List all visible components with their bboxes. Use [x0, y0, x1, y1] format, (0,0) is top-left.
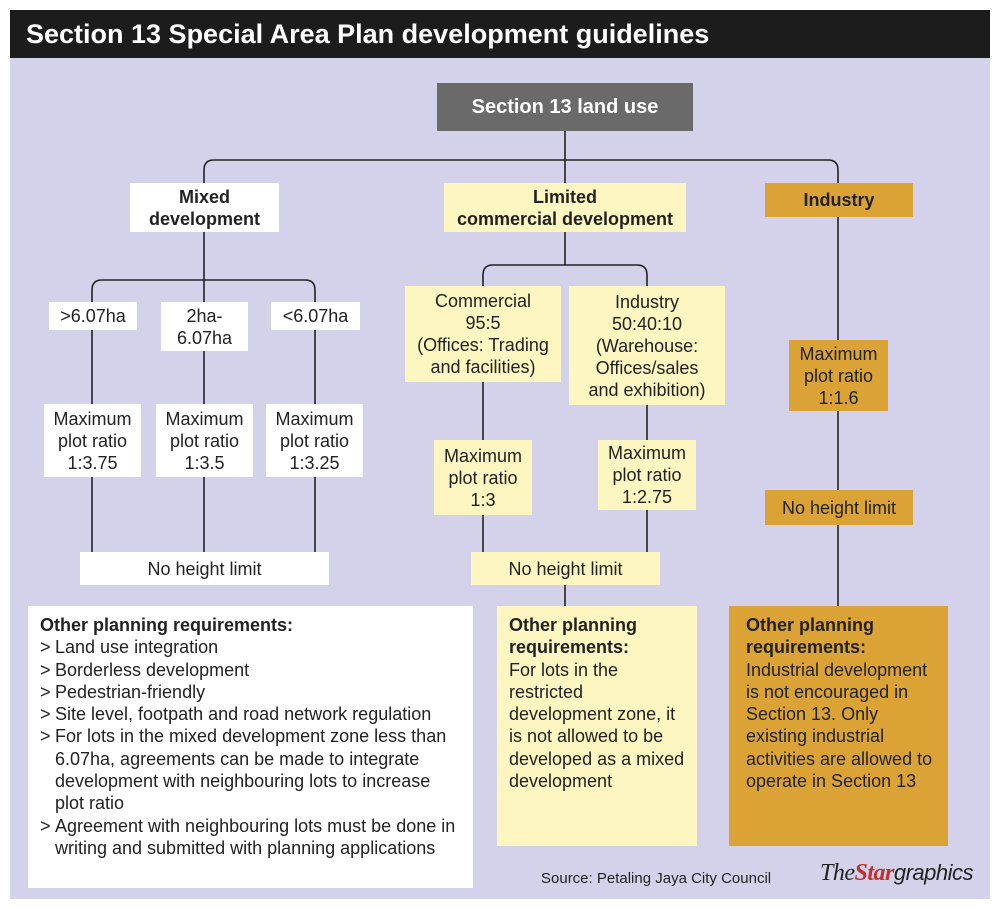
commercial-line2: 95:5: [465, 313, 501, 333]
mixed-size-large: >6.07ha: [49, 302, 137, 330]
industry-split-line3: (Warehouse:: [595, 335, 699, 356]
logo-graphics: graphics: [893, 860, 974, 885]
source-note: Source: Petaling Jaya City Council: [541, 870, 772, 887]
mixed-requirements: Other planning requirements: Land use in…: [28, 606, 473, 888]
mixed-ratio-medium: Maximum plot ratio 1:3.5: [156, 404, 253, 477]
industry-split-line2: 50:40:10: [611, 313, 683, 334]
publisher-logo: TheStargraphics: [820, 860, 974, 887]
ratio-value: 1:3.25: [289, 452, 340, 473]
mixed-label-line2: development: [148, 208, 261, 229]
mixed-requirements-heading: Other planning requirements:: [40, 615, 294, 635]
industry-requirements-text: Industrial development is not encouraged…: [746, 659, 933, 792]
industry-requirements-heading-line1: Other planning: [746, 615, 874, 635]
ratio-value: 1:2.75: [621, 487, 673, 507]
commercial-line4: and facilities): [430, 357, 536, 377]
mixed-ratio-small: Maximum plot ratio 1:3.25: [266, 404, 363, 477]
list-item: For lots in the mixed development zone l…: [40, 725, 461, 814]
industry-ratio: Maximum plot ratio 1:1.6: [789, 340, 888, 411]
ratio-line1: Maximum: [275, 408, 354, 429]
ratio-line2: plot ratio: [448, 467, 518, 488]
limited-label-line1: Limited: [532, 186, 597, 207]
ratio-line1: Maximum: [165, 408, 244, 429]
ratio-value: 1:1.6: [818, 387, 859, 408]
ratio-line1: Maximum: [607, 443, 686, 463]
limited-industry-ratio: Maximum plot ratio 1:2.75: [598, 440, 696, 510]
industry-requirements: Other planning requirements: Industrial …: [729, 606, 948, 846]
mixed-size-medium-line1: 2ha-: [186, 305, 223, 326]
ratio-value: 1:3.75: [67, 452, 118, 473]
ratio-line2: plot ratio: [169, 430, 240, 451]
root-node: Section 13 land use: [437, 83, 693, 131]
limited-commercial-node: Limited commercial development: [444, 183, 686, 232]
list-item: Agreement with neighbouring lots must be…: [40, 815, 461, 860]
list-item: Pedestrian-friendly: [40, 681, 461, 704]
list-item: Land use integration: [40, 636, 461, 659]
logo-star: Star: [854, 860, 895, 886]
commercial-line3: (Offices: Trading: [417, 335, 549, 355]
ratio-line2: plot ratio: [57, 430, 128, 451]
limited-requirements: Other planning requirements: For lots in…: [497, 606, 697, 846]
ratio-value: 1:3: [470, 489, 496, 510]
ratio-line1: Maximum: [799, 343, 878, 364]
commercial-line1: Commercial: [434, 291, 531, 311]
industry-node: Industry: [765, 183, 913, 217]
mixed-size-medium: 2ha- 6.07ha: [161, 302, 248, 351]
commercial-split-node: Commercial 95:5 (Offices: Trading and fa…: [405, 286, 561, 382]
limited-height-limit: No height limit: [471, 552, 660, 585]
mixed-ratio-large: Maximum plot ratio 1:3.75: [44, 404, 141, 477]
ratio-line2: plot ratio: [279, 430, 350, 451]
industry-split-node: Industry 50:40:10 (Warehouse: Offices/sa…: [569, 286, 725, 405]
limited-commercial-ratio: Maximum plot ratio 1:3: [434, 440, 532, 515]
limited-requirements-text: For lots in the restricted development z…: [509, 659, 685, 792]
industry-split-line1: Industry: [614, 291, 680, 312]
limited-requirements-heading-line1: Other planning: [509, 615, 637, 635]
ratio-line1: Maximum: [53, 408, 132, 429]
industry-requirements-heading-line2: requirements:: [746, 637, 867, 658]
logo-the: The: [820, 860, 855, 886]
industry-split-line4: Offices/sales: [595, 357, 699, 378]
limited-label-line2: commercial development: [456, 208, 674, 229]
ratio-line2: plot ratio: [803, 365, 874, 386]
mixed-requirements-list: Land use integration Borderless developm…: [40, 636, 461, 859]
mixed-development-node: Mixed development: [130, 183, 279, 232]
list-item: Site level, footpath and road network re…: [40, 703, 461, 726]
limited-requirements-heading-line2: requirements:: [509, 637, 630, 658]
mixed-label-line1: Mixed: [178, 186, 230, 207]
list-item: Borderless development: [40, 659, 461, 682]
chart-title: Section 13 Special Area Plan development…: [10, 10, 990, 58]
mixed-size-medium-line2: 6.07ha: [176, 327, 233, 348]
industry-split-line5: and exhibition): [588, 379, 706, 400]
mixed-height-limit: No height limit: [80, 552, 329, 585]
ratio-line1: Maximum: [443, 445, 522, 466]
ratio-value: 1:3.5: [184, 452, 225, 473]
ratio-line2: plot ratio: [612, 465, 682, 485]
industry-height-limit: No height limit: [765, 490, 913, 525]
mixed-size-small: <6.07ha: [271, 302, 360, 330]
